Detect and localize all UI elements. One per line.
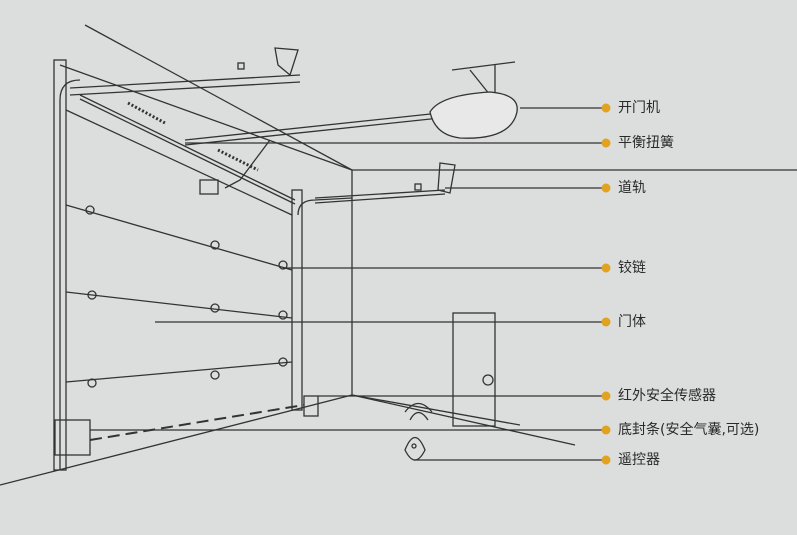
track-bracket bbox=[274, 47, 299, 77]
label-torsion-spring: 平衡扭簧 bbox=[618, 135, 674, 151]
spring-bar bbox=[79, 94, 296, 201]
side-door-knob bbox=[482, 374, 494, 386]
label-remote: 遥控器 bbox=[618, 452, 660, 468]
label-dots bbox=[601, 103, 611, 465]
opener-rail bbox=[184, 112, 441, 141]
ceiling-diagonal bbox=[84, 24, 353, 171]
ceiling-line bbox=[59, 64, 353, 171]
remote-control bbox=[404, 436, 426, 461]
sensor-left bbox=[54, 419, 91, 456]
label-bottom-seal: 底封条(安全气囊,可选) bbox=[618, 422, 760, 438]
right-rail-curve bbox=[297, 197, 353, 216]
bottom-seal-line bbox=[89, 404, 305, 441]
sensor-arc bbox=[404, 402, 433, 413]
floor-line-left bbox=[0, 394, 353, 486]
label-door-body: 门体 bbox=[618, 314, 646, 330]
label-hinge: 铰链 bbox=[618, 260, 646, 276]
label-track: 道轨 bbox=[618, 180, 646, 196]
label-opener: 开门机 bbox=[618, 100, 660, 116]
opener-hanger bbox=[451, 61, 516, 96]
left-rail-curve bbox=[59, 79, 81, 101]
floor-line-mid bbox=[351, 394, 521, 426]
overhead-track-right bbox=[314, 189, 446, 199]
overhead-track-left bbox=[69, 74, 301, 89]
opener-motor bbox=[429, 91, 518, 139]
right-rail bbox=[291, 189, 303, 411]
torsion-springs bbox=[127, 101, 259, 172]
label-ir-sensor: 红外安全传感器 bbox=[618, 388, 716, 404]
track-bracket-right bbox=[437, 162, 456, 194]
side-door bbox=[452, 312, 496, 427]
floor-line-right bbox=[351, 394, 576, 446]
